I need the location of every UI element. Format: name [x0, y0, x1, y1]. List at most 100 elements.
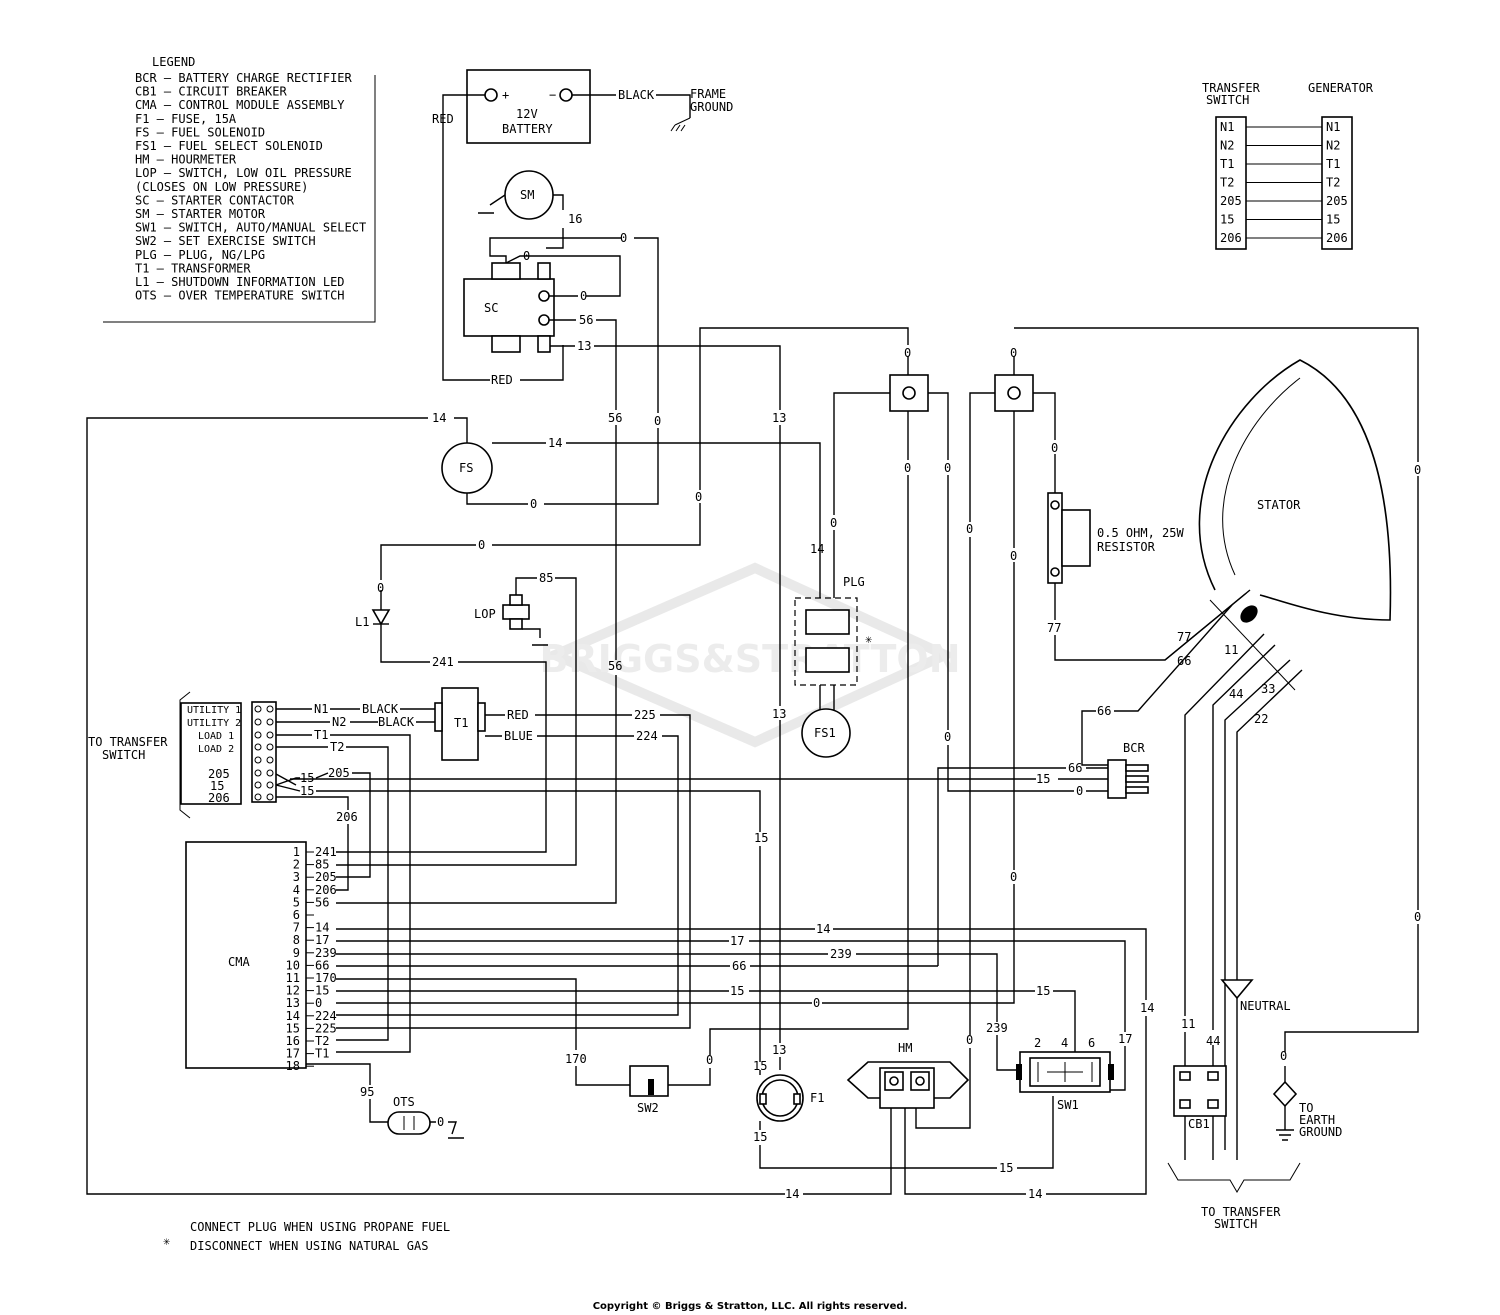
cma-pin-number: 13	[286, 996, 300, 1010]
svg-text:RED: RED	[491, 373, 513, 387]
svg-text:0: 0	[706, 1053, 713, 1067]
legend-line: PLG — PLUG, NG/LPG	[135, 248, 265, 262]
cma-pin-number: 8	[293, 933, 300, 947]
svg-text:T2: T2	[330, 740, 344, 754]
cma-pin-wire: 15	[315, 984, 329, 998]
fuel-solenoid: FS	[441, 442, 493, 494]
svg-text:GROUND: GROUND	[690, 100, 733, 114]
connector-a	[889, 374, 929, 412]
cma-pin-wire: 170	[315, 971, 337, 985]
svg-text:0.5 OHM, 25W: 0.5 OHM, 25W	[1097, 526, 1184, 540]
legend-line: BCR — BATTERY CHARGE RECTIFIER	[135, 71, 353, 85]
svg-text:T1: T1	[454, 716, 468, 730]
svg-text:NEUTRAL: NEUTRAL	[1240, 999, 1291, 1013]
svg-text:15: 15	[753, 1059, 767, 1073]
svg-text:0: 0	[1414, 463, 1421, 477]
svg-text:56: 56	[608, 411, 622, 425]
svg-text:0: 0	[377, 581, 384, 595]
svg-text:STATOR: STATOR	[1257, 498, 1301, 512]
notes: ✳ CONNECT PLUG WHEN USING PROPANE FUEL D…	[163, 1220, 450, 1253]
connector-b	[994, 374, 1034, 412]
cma-pin-wire: T2	[315, 1034, 329, 1048]
svg-text:15: 15	[1036, 984, 1050, 998]
legend-line: SW1 — SWITCH, AUTO/MANUAL SELECT	[135, 221, 366, 235]
svg-text:TO: TO	[1299, 1101, 1313, 1115]
svg-text:0: 0	[530, 497, 537, 511]
svg-text:2: 2	[1034, 1036, 1041, 1050]
svg-text:CMA: CMA	[228, 955, 250, 969]
svg-text:L1: L1	[355, 615, 369, 629]
legend-line: SW2 — SET EXERCISE SWITCH	[135, 234, 316, 248]
cma-pin-wire: 17	[315, 933, 329, 947]
svg-text:SW1: SW1	[1057, 1098, 1079, 1112]
svg-text:LOAD 2: LOAD 2	[198, 744, 234, 755]
earth-ground: 0 TO EARTH GROUND	[1272, 1049, 1342, 1141]
svg-text:FS: FS	[459, 461, 473, 475]
svg-text:44: 44	[1206, 1034, 1220, 1048]
svg-text:SWITCH: SWITCH	[1214, 1217, 1257, 1231]
svg-text:SWITCH: SWITCH	[1206, 93, 1249, 107]
svg-text:66: 66	[1068, 761, 1082, 775]
svg-text:6: 6	[1088, 1036, 1095, 1050]
svg-text:CONNECT PLUG WHEN USING PROPAN: CONNECT PLUG WHEN USING PROPANE FUEL	[190, 1220, 450, 1234]
svg-text:UTILITY 1: UTILITY 1	[187, 705, 241, 716]
cma-pin-number: 11	[286, 971, 300, 985]
legend-line: FS — FUEL SOLENOID	[135, 125, 265, 139]
gen-row-label: 15	[1326, 213, 1340, 227]
svg-text:13: 13	[577, 339, 591, 353]
legend-line: CB1 — CIRCUIT BREAKER	[135, 85, 287, 99]
svg-text:✳: ✳	[865, 632, 872, 646]
svg-text:11: 11	[1181, 1017, 1195, 1031]
legend-line: OTS — OVER TEMPERATURE SWITCH	[135, 289, 345, 303]
svg-text:0: 0	[620, 231, 627, 245]
transformer: T1	[434, 687, 486, 761]
svg-text:0: 0	[1051, 441, 1058, 455]
svg-text:HM: HM	[898, 1041, 912, 1055]
svg-text:33: 33	[1261, 682, 1275, 696]
svg-text:N1: N1	[314, 702, 328, 716]
svg-text:77: 77	[1177, 630, 1191, 644]
svg-text:UTILITY 2: UTILITY 2	[187, 718, 241, 729]
over-temperature-switch: OTS	[387, 1095, 431, 1135]
cma-pin-number: 3	[293, 870, 300, 884]
svg-text:TO TRANSFER: TO TRANSFER	[88, 735, 168, 749]
svg-text:BRIGGS&STRATTON: BRIGGS&STRATTON	[539, 637, 960, 681]
svg-text:0: 0	[966, 522, 973, 536]
cma-pin-wire: 14	[315, 921, 329, 935]
svg-text:22: 22	[1254, 712, 1268, 726]
svg-text:0: 0	[1010, 346, 1017, 360]
svg-text:56: 56	[608, 659, 622, 673]
svg-text:14: 14	[785, 1187, 799, 1201]
legend-line: CMA — CONTROL MODULE ASSEMBLY	[135, 98, 345, 112]
svg-text:14: 14	[816, 922, 830, 936]
svg-text:PLG: PLG	[843, 575, 865, 589]
svg-text:RESISTOR: RESISTOR	[1097, 540, 1156, 554]
cma-pin-number: 4	[293, 883, 300, 897]
legend-line: L1 — SHUTDOWN INFORMATION LED	[135, 275, 345, 289]
svg-text:15: 15	[753, 1130, 767, 1144]
legend-line: FS1 — FUEL SELECT SOLENOID	[135, 139, 323, 153]
svg-text:RED: RED	[432, 112, 454, 126]
ts-row-label: N1	[1220, 120, 1234, 134]
svg-text:TRANSFER: TRANSFER	[1202, 81, 1261, 95]
cma-pin-number: 5	[293, 895, 300, 909]
svg-text:RED: RED	[507, 708, 529, 722]
cma-pin-wire: 0	[315, 996, 322, 1010]
cma-pin-wire: 66	[315, 958, 329, 972]
cma-pin-wire: 56	[315, 895, 329, 909]
legend: LEGEND BCR — BATTERY CHARGE RECTIFIERCB1…	[103, 55, 376, 323]
svg-text:T1: T1	[314, 728, 328, 742]
svg-text:17: 17	[1118, 1032, 1132, 1046]
svg-text:66: 66	[732, 959, 746, 973]
copyright: Copyright © Briggs & Stratton, LLC. All …	[593, 1301, 908, 1312]
svg-text:N2: N2	[332, 715, 346, 729]
set-exercise-switch: SW2	[629, 1065, 669, 1115]
stator: STATOR	[1198, 359, 1392, 623]
svg-text:0: 0	[813, 996, 820, 1010]
svg-text:SW2: SW2	[637, 1101, 659, 1115]
svg-text:15: 15	[210, 779, 224, 793]
watermark: BRIGGS&STRATTON	[539, 562, 961, 748]
legend-line: SM — STARTER MOTOR	[135, 207, 266, 221]
